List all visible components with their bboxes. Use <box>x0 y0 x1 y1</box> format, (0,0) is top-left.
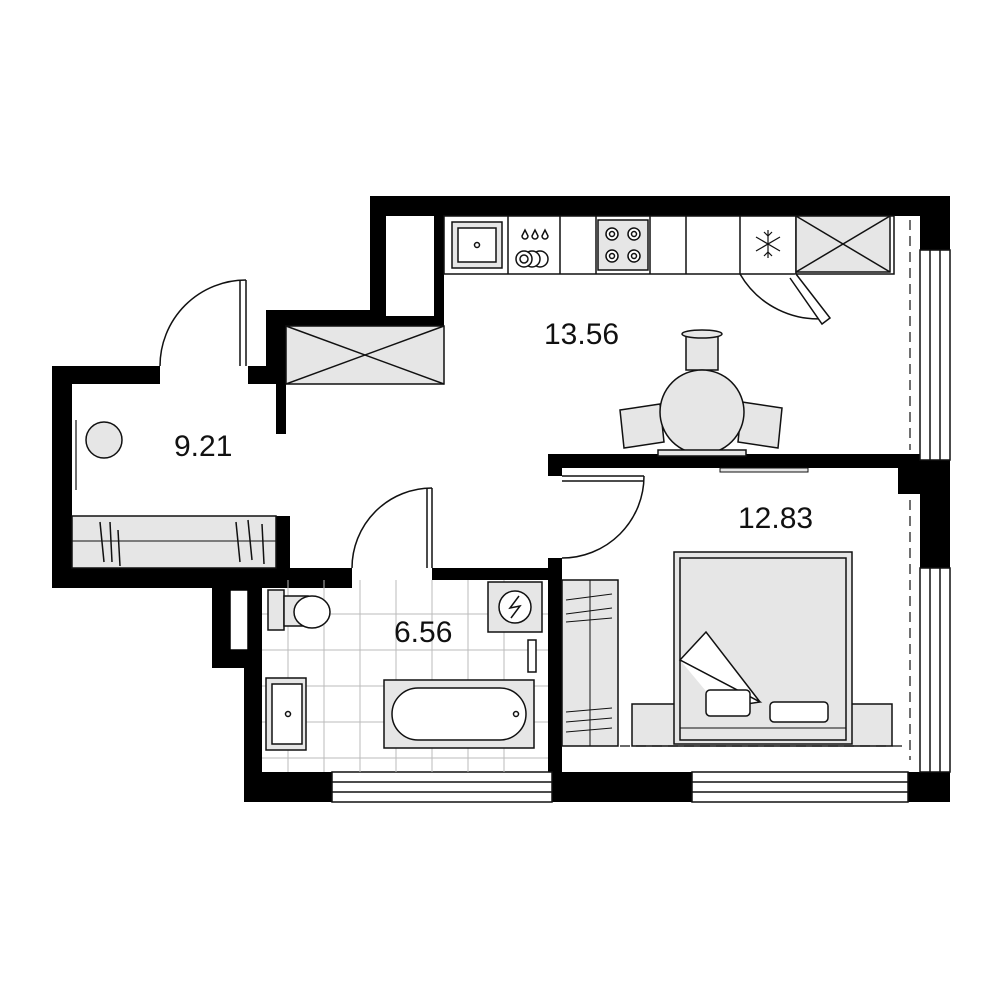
dining-set <box>619 329 783 457</box>
wall-right-top <box>920 196 950 250</box>
wall-hall-inner <box>276 516 290 576</box>
wall-hall-bottom <box>52 568 352 588</box>
wall-kitchen-bedroom <box>548 454 922 468</box>
water-heater-icon <box>487 581 543 633</box>
door-bathroom <box>351 487 433 569</box>
dishwasher-icon <box>515 228 549 268</box>
bedroom-furniture <box>561 551 893 747</box>
wall-hall-top <box>52 366 160 384</box>
tv-console <box>719 467 809 473</box>
wall-bottom-mid <box>552 772 692 802</box>
window-bedroom-bottom <box>691 771 909 803</box>
door-bedroom <box>561 475 645 559</box>
wall-top <box>370 196 950 216</box>
toilet-icon <box>267 589 331 631</box>
door-entrance <box>159 279 247 367</box>
kitchen-counter <box>443 215 895 326</box>
wall-bottom-right <box>908 772 950 802</box>
wall-right-mid2 <box>920 460 950 568</box>
wall-hall-left <box>52 366 72 588</box>
windows <box>331 249 951 803</box>
fridge-door-swing <box>739 273 831 320</box>
round-table-icon <box>85 421 123 459</box>
window-kitchen-right <box>919 249 951 461</box>
sink-icon <box>451 221 503 269</box>
wall-shaft-line <box>229 589 249 651</box>
wall-partition <box>548 558 562 772</box>
bathtub-icon <box>383 679 535 749</box>
doors <box>159 279 645 569</box>
wall-hall-stub <box>276 384 286 434</box>
window-bath-bottom <box>331 771 553 803</box>
area-label-kitchen: 13.56 <box>544 318 619 351</box>
fridge-snowflake-icon <box>755 230 781 258</box>
wall-notch-bottom <box>370 316 444 326</box>
cooktop-icon <box>597 219 649 271</box>
wall-mid-vert <box>266 310 286 384</box>
area-label-bathroom: 6.56 <box>394 616 452 649</box>
double-bed-icon <box>673 551 853 745</box>
shaft-void-top <box>386 216 434 316</box>
shaft-void-bath <box>230 590 248 650</box>
wall-kitchen-bedroom-stub <box>548 454 562 476</box>
towel-rail-icon <box>527 639 537 673</box>
wall-notch-left <box>370 196 386 326</box>
kitchen-cabinet-icon <box>795 215 891 273</box>
wall-mid-stub <box>248 366 286 384</box>
wall-notch-pillar <box>434 216 444 326</box>
hall-storage-box <box>285 325 445 385</box>
wall-bath-top-right <box>432 568 562 580</box>
chair-left-icon <box>619 403 665 449</box>
area-label-bedroom: 12.83 <box>738 502 813 535</box>
chair-top-icon <box>685 333 719 371</box>
hallway-furniture <box>71 420 277 569</box>
washbasin-icon <box>265 677 307 751</box>
wall-mid-left <box>266 310 386 326</box>
wall-bottom-left <box>244 772 332 802</box>
bathroom-fixtures <box>265 581 543 751</box>
dining-table-icon <box>659 369 745 455</box>
window-bedroom-right <box>919 567 951 773</box>
hall-wardrobe <box>71 515 277 569</box>
area-label-hallway: 9.21 <box>174 430 232 463</box>
